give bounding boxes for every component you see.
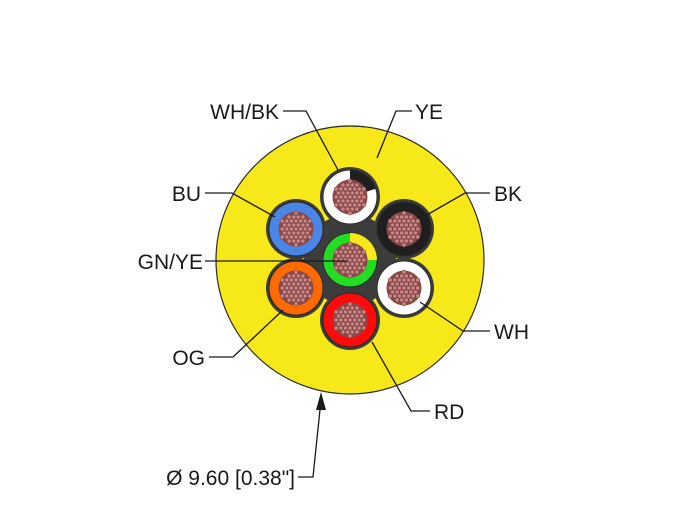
leader-wh bbox=[419, 301, 490, 332]
conductor-bu bbox=[268, 201, 324, 257]
label-gn-ye: GN/YE bbox=[138, 251, 203, 274]
label-diameter: Ø 9.60 [0.38"] bbox=[166, 467, 295, 490]
leader-bk bbox=[424, 192, 490, 217]
leader-og bbox=[209, 309, 284, 358]
conductor-gn-ye bbox=[322, 232, 378, 288]
leader-ye bbox=[376, 110, 412, 159]
conductor-wh bbox=[376, 260, 432, 316]
leader-diameter bbox=[298, 399, 322, 478]
leader-wh-bk bbox=[283, 110, 339, 171]
label-bk: BK bbox=[494, 183, 522, 206]
conductor-bk bbox=[376, 201, 432, 257]
leader-bu bbox=[205, 192, 276, 218]
conductors bbox=[268, 169, 432, 348]
leader-lines bbox=[205, 110, 490, 478]
leader-rd bbox=[371, 341, 430, 412]
label-ye: YE bbox=[415, 101, 443, 124]
conductor-rd bbox=[322, 292, 378, 348]
diameter-arrowhead bbox=[316, 392, 326, 410]
label-bu: BU bbox=[172, 183, 201, 206]
label-og: OG bbox=[172, 347, 205, 370]
label-wh-bk: WH/BK bbox=[210, 101, 279, 124]
conductor-og bbox=[268, 260, 324, 316]
label-wh: WH bbox=[494, 321, 529, 344]
label-rd: RD bbox=[434, 401, 464, 424]
conductor-wh-bk bbox=[322, 169, 378, 225]
